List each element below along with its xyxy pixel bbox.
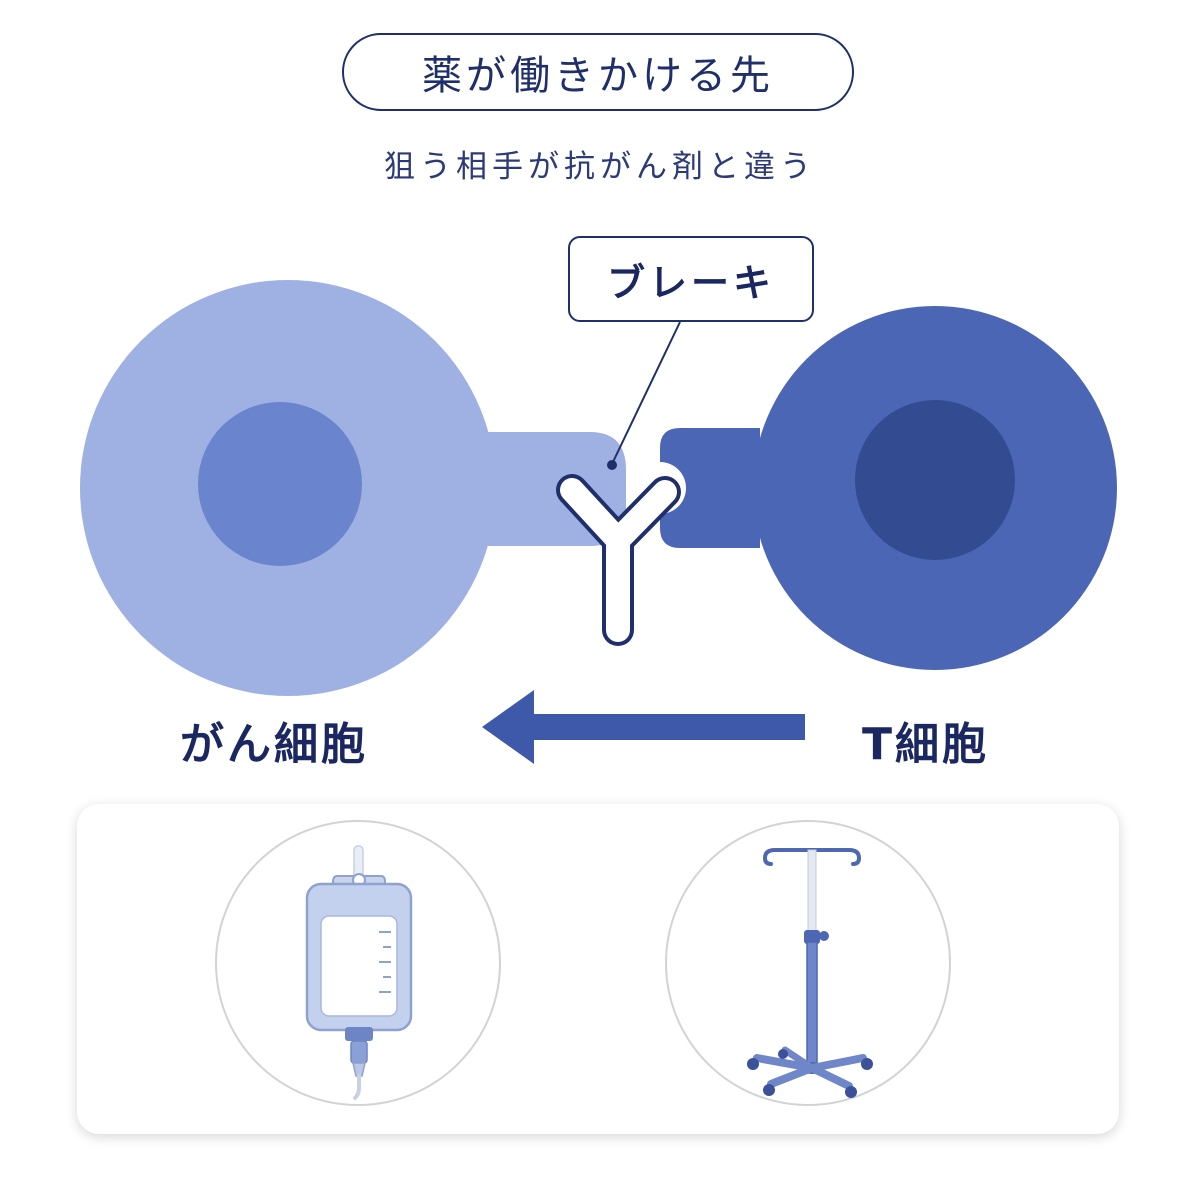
brake-callout-label: ブレーキ [606,260,775,305]
brake-callout: ブレーキ [568,236,814,322]
t-cell-label: T細胞 [862,719,990,770]
callout-pointer-dot [607,460,617,470]
checkpoint-brake-icon [556,474,681,646]
iv-stand-icon [747,848,873,1098]
t-cell-protrusion [660,428,760,548]
iv-stand-circle [665,820,951,1106]
title-pill: 薬が働きかける先 [342,33,854,111]
cancer-cell [80,280,626,696]
subtitle: 狙う相手が抗がん剤と違う [384,149,816,185]
attack-arrow [482,690,805,764]
t-cell [660,306,1117,670]
immune-checkpoint-diagram [80,280,1117,764]
cancer-cell-nucleus [198,402,362,566]
t-cell-nucleus [855,400,1015,560]
iv-bag-icon [305,845,413,1100]
page-title: 薬が働きかける先 [422,53,774,99]
iv-bag-circle [215,820,501,1106]
cancer-cell-label: がん細胞 [180,719,368,770]
callout-pointer [611,321,681,465]
